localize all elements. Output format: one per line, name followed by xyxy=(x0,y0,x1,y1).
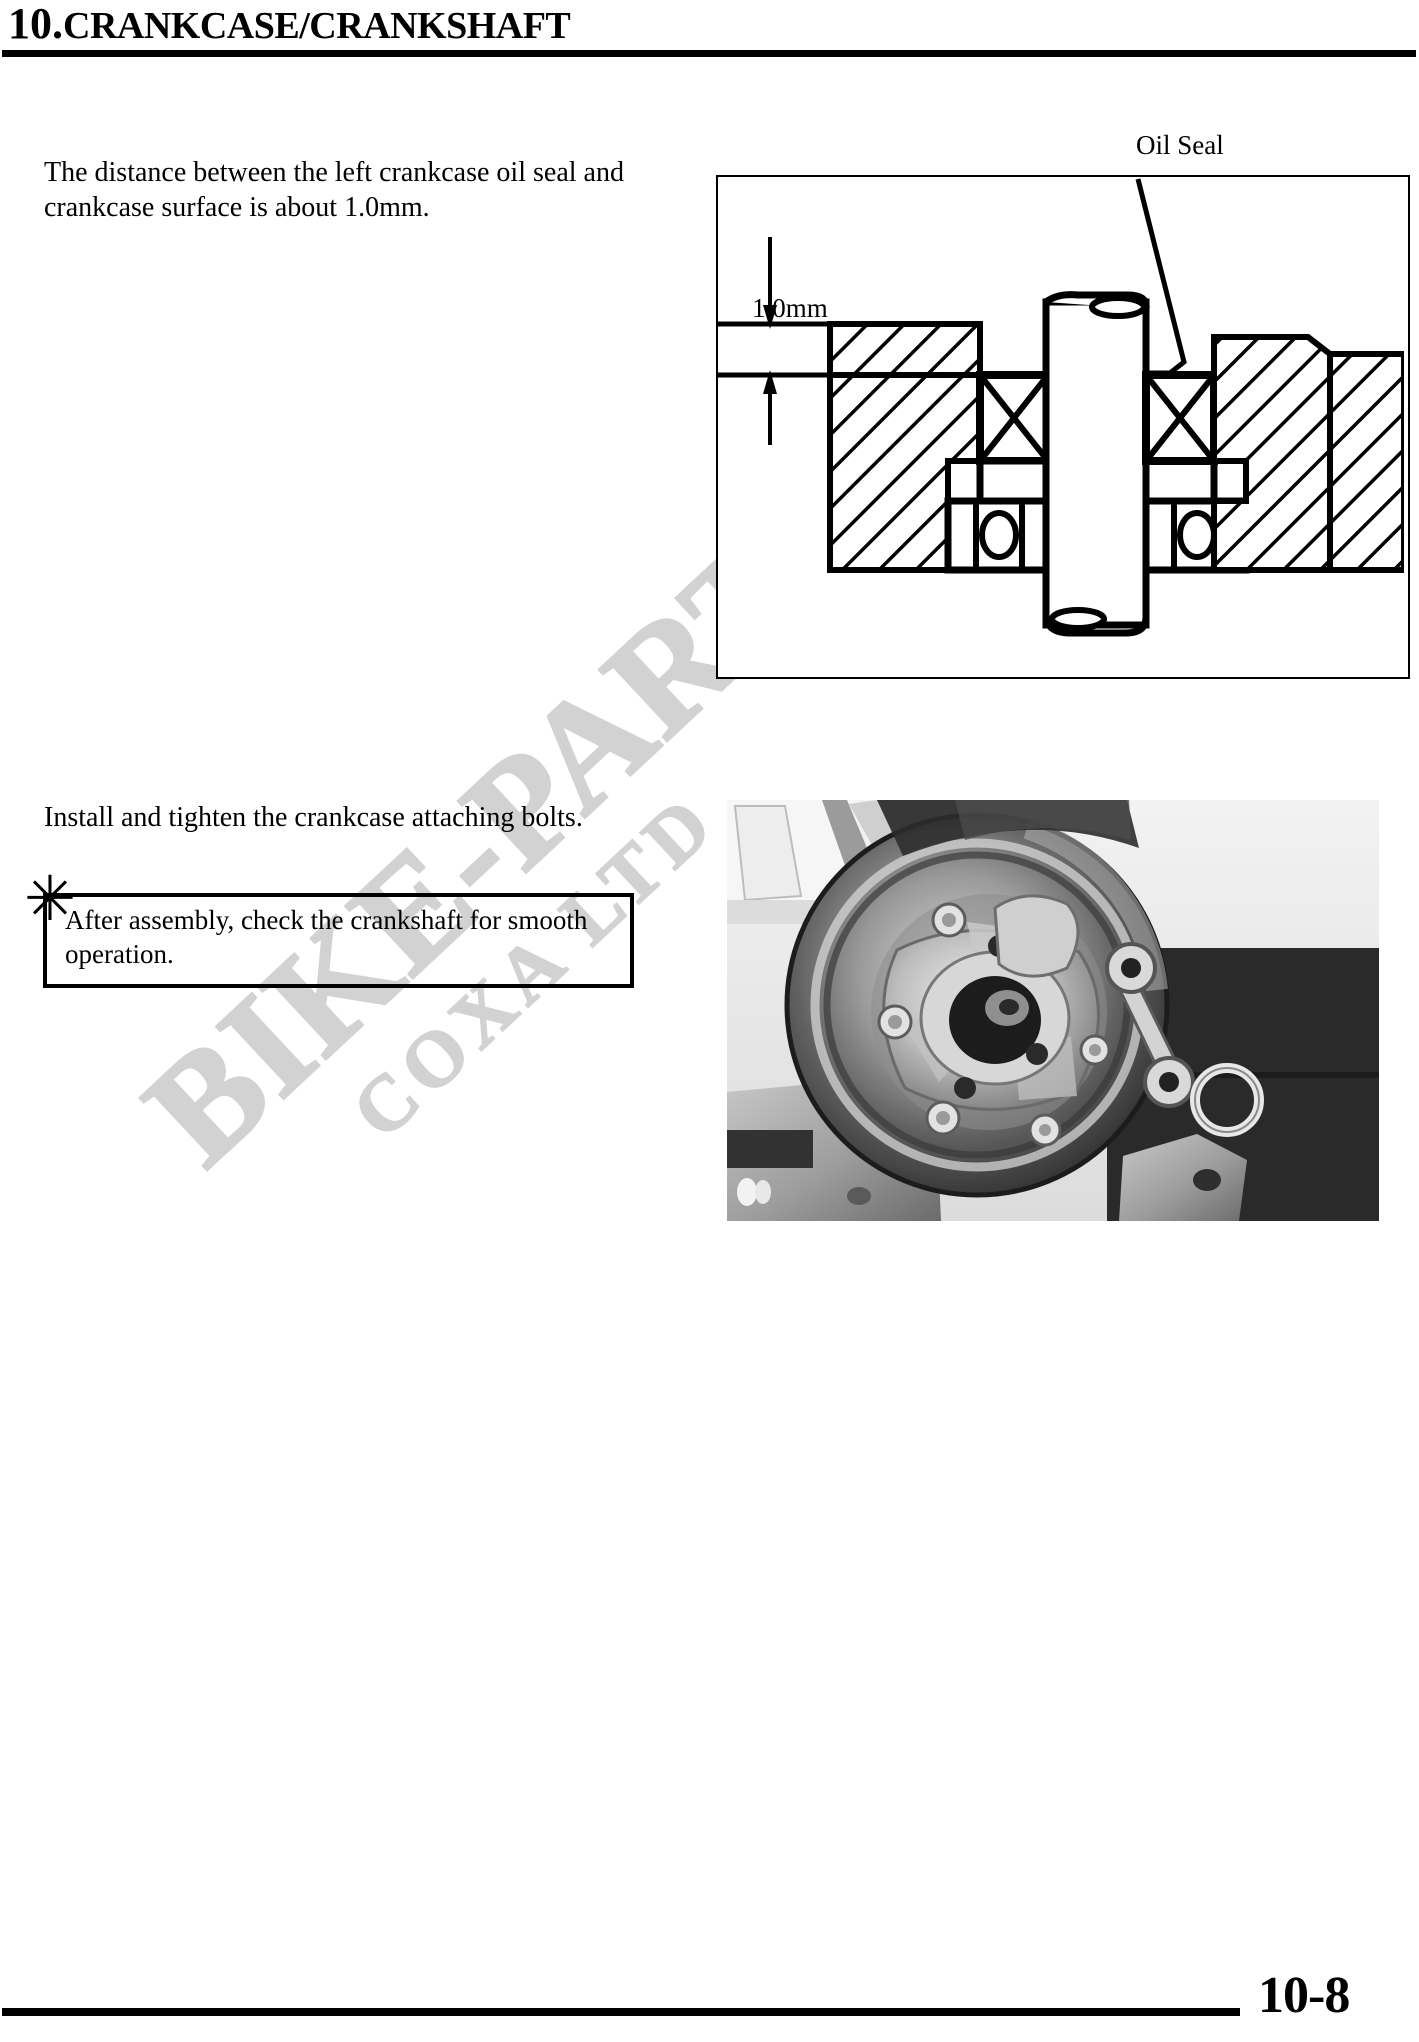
diagram-frame xyxy=(716,175,1410,679)
dimension-label: 1.0mm xyxy=(752,293,828,323)
figure-crankshaft-cross-section: Oil Seal xyxy=(716,130,1416,690)
instruction-paragraph-2: Install and tighten the crankcase attach… xyxy=(44,802,583,833)
figure-crankcase-photo xyxy=(727,800,1379,1221)
footer-divider xyxy=(2,2008,1240,2016)
header-divider xyxy=(2,50,1416,57)
note-text: After assembly, check the crankshaft for… xyxy=(65,905,588,969)
instruction-paragraph-1: The distance between the left crankcase … xyxy=(44,157,624,223)
asterisk-icon: ✳ xyxy=(24,862,76,935)
note-box-border xyxy=(43,893,634,988)
chapter-number: 10. xyxy=(8,0,63,48)
page-header: 10.CRANKCASE/CRANKSHAFT xyxy=(0,0,1419,64)
crankcase-photograph xyxy=(727,800,1379,1221)
page-title: 10.CRANKCASE/CRANKSHAFT xyxy=(8,0,571,49)
cross-section-drawing xyxy=(718,178,1404,637)
oil-seal-callout-label: Oil Seal xyxy=(1136,130,1224,160)
note-block: ✳ After assembly, check the crankshaft f… xyxy=(10,868,670,1020)
chapter-title: CRANKCASE/CRANKSHAFT xyxy=(63,5,571,47)
page-number: 10-8 xyxy=(1258,1967,1350,2024)
